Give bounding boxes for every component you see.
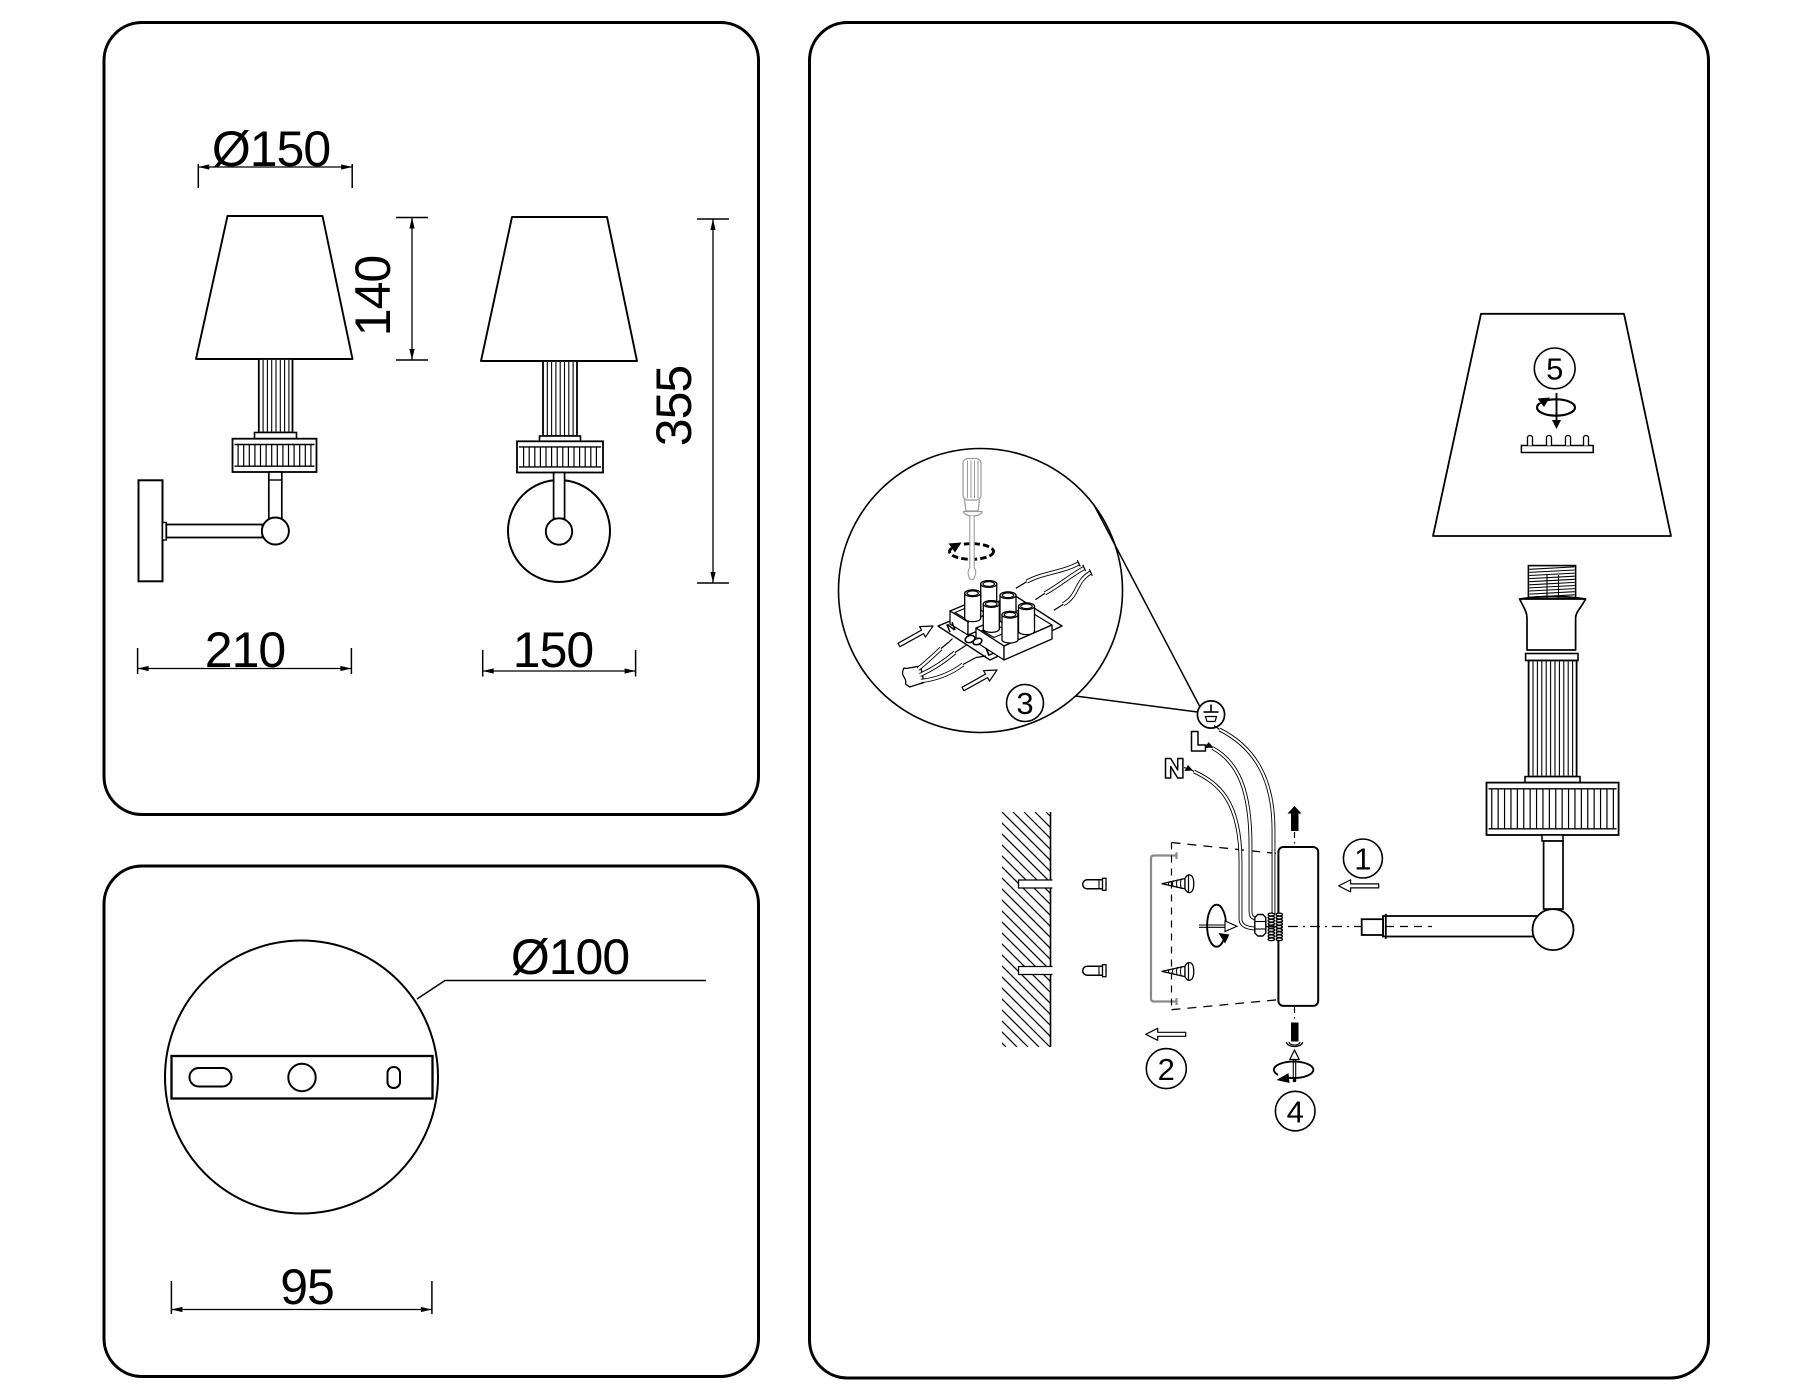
svg-text:3: 3 <box>1016 686 1033 721</box>
svg-text:Ø100: Ø100 <box>511 929 629 985</box>
svg-text:Ø150: Ø150 <box>212 121 330 177</box>
svg-text:1: 1 <box>1354 842 1371 877</box>
svg-text:4: 4 <box>1287 1094 1304 1129</box>
svg-text:2: 2 <box>1158 1052 1175 1087</box>
svg-text:210: 210 <box>205 622 285 678</box>
svg-text:140: 140 <box>345 256 401 336</box>
svg-text:5: 5 <box>1546 352 1563 387</box>
svg-text:95: 95 <box>280 1259 334 1315</box>
svg-text:150: 150 <box>513 622 593 678</box>
svg-text:355: 355 <box>646 366 702 446</box>
